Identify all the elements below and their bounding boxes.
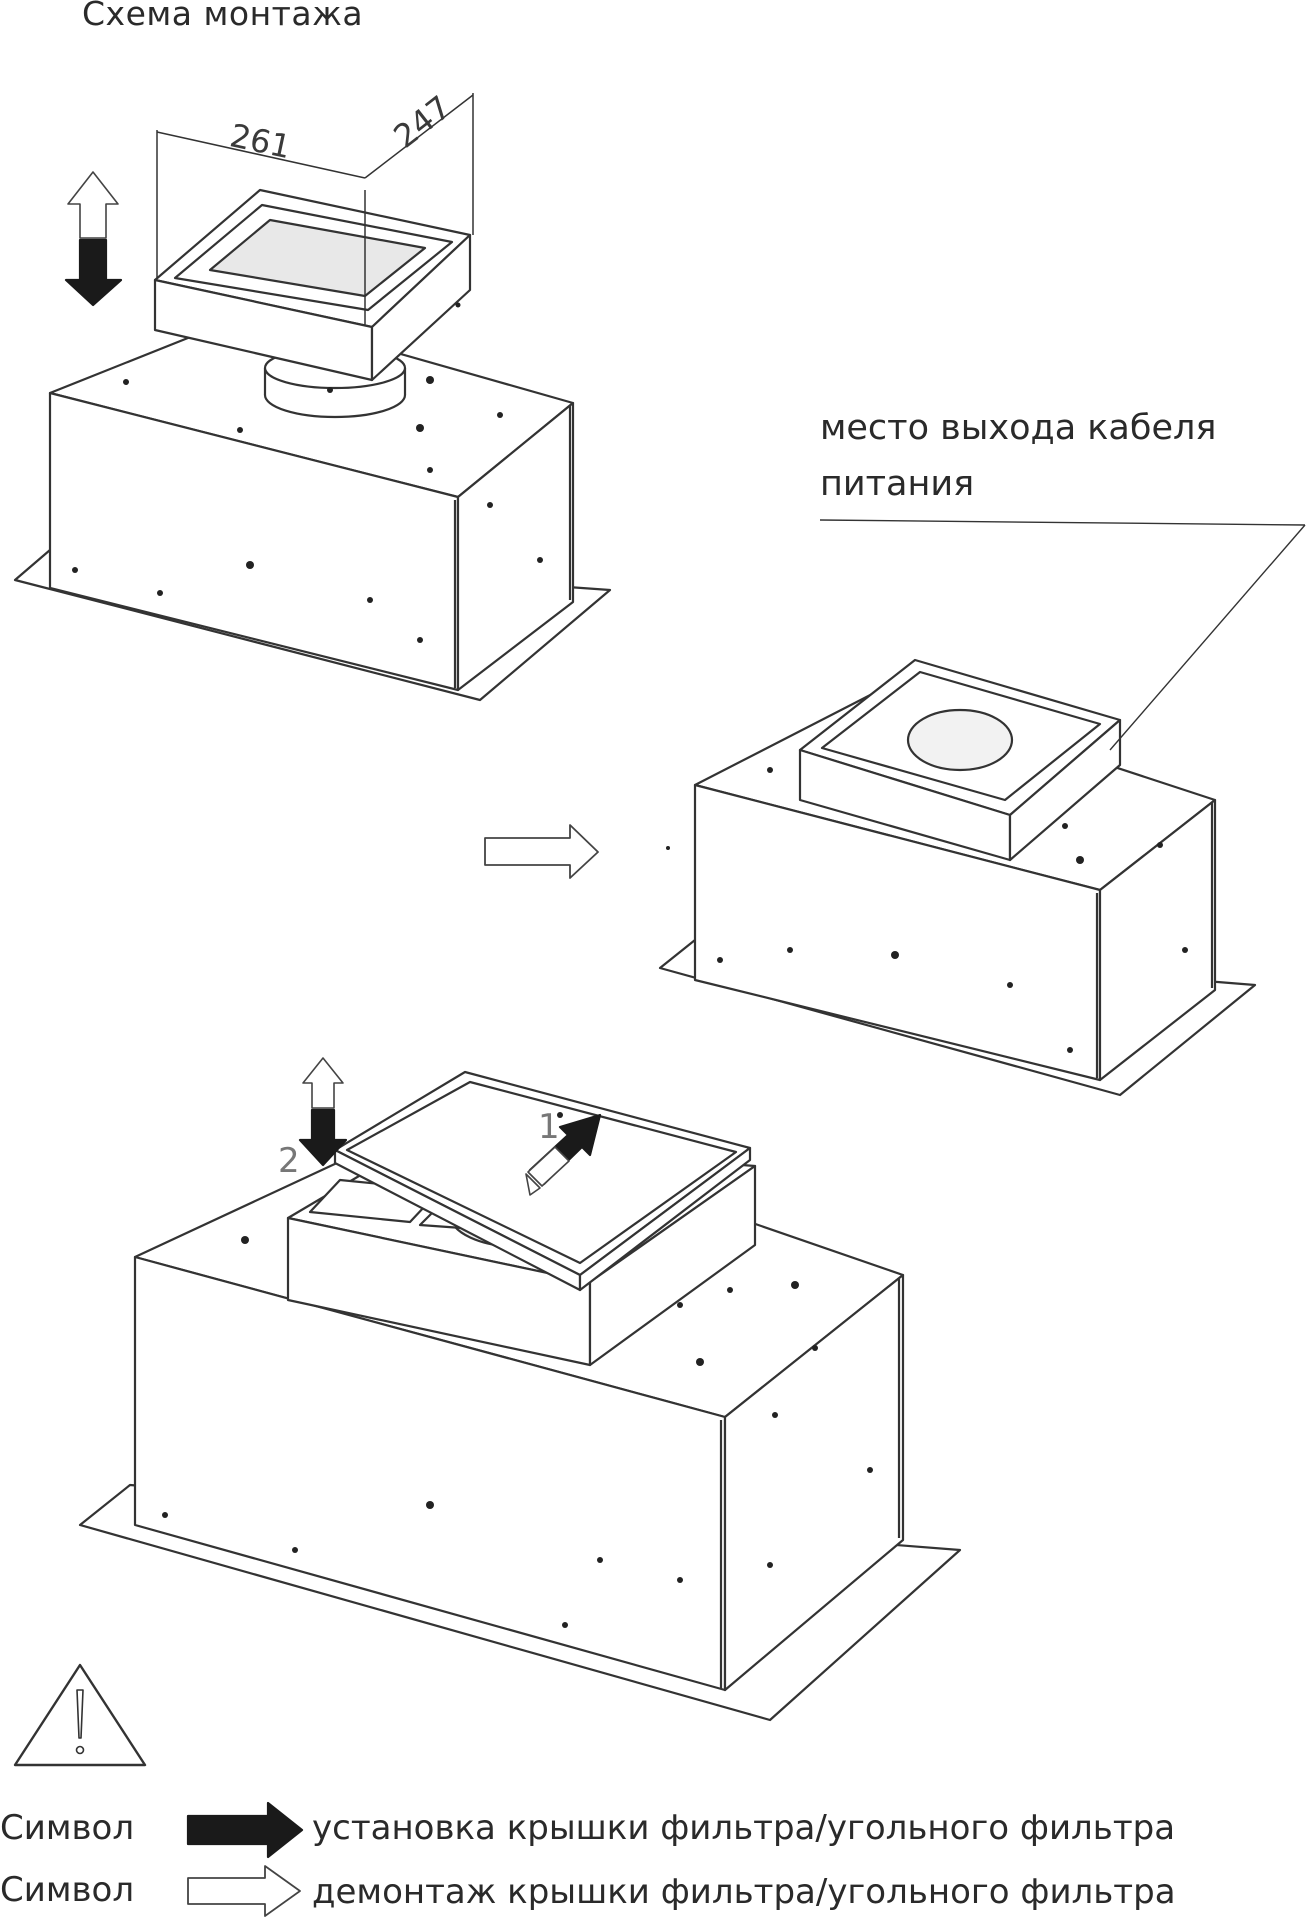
hood-unit-filter-cover: 2 1 <box>78 1057 962 1722</box>
dimension-width-label: 261 <box>227 116 295 166</box>
legend-outline-arrow-icon <box>187 1865 301 1917</box>
warning-triangle-icon <box>13 1663 147 1767</box>
step-1-label: 1 <box>538 1107 560 1147</box>
legend-filled-arrow-icon <box>186 1801 304 1859</box>
hood-unit-top: 261 247 <box>13 88 612 702</box>
up-down-arrow-icon <box>64 171 123 307</box>
legend-symbol-label-2: Символ <box>0 1870 135 1910</box>
dimension-depth-label: 247 <box>387 88 459 156</box>
step2-up-down-arrow-icon <box>298 1057 348 1167</box>
next-step-arrow-icon <box>484 824 599 879</box>
legend-remove-text: демонтаж крышки фильтра/угольного фильтр… <box>312 1872 1176 1912</box>
cable-exit-callout: место выхода кабеля питания <box>820 400 1216 512</box>
legend-install-text: установка крышки фильтра/угольного фильт… <box>312 1808 1176 1848</box>
cable-callout-line2: питания <box>820 464 975 504</box>
step1-diagonal-arrow-icon <box>525 1113 602 1196</box>
callout-leader-line <box>819 519 1306 751</box>
step-2-label: 2 <box>278 1141 300 1181</box>
hood-unit-installed <box>658 658 1257 1097</box>
cable-callout-line1: место выхода кабеля <box>820 408 1217 448</box>
legend-symbol-label-1: Символ <box>0 1808 135 1848</box>
diagram-title: Схема монтажа <box>82 0 364 33</box>
